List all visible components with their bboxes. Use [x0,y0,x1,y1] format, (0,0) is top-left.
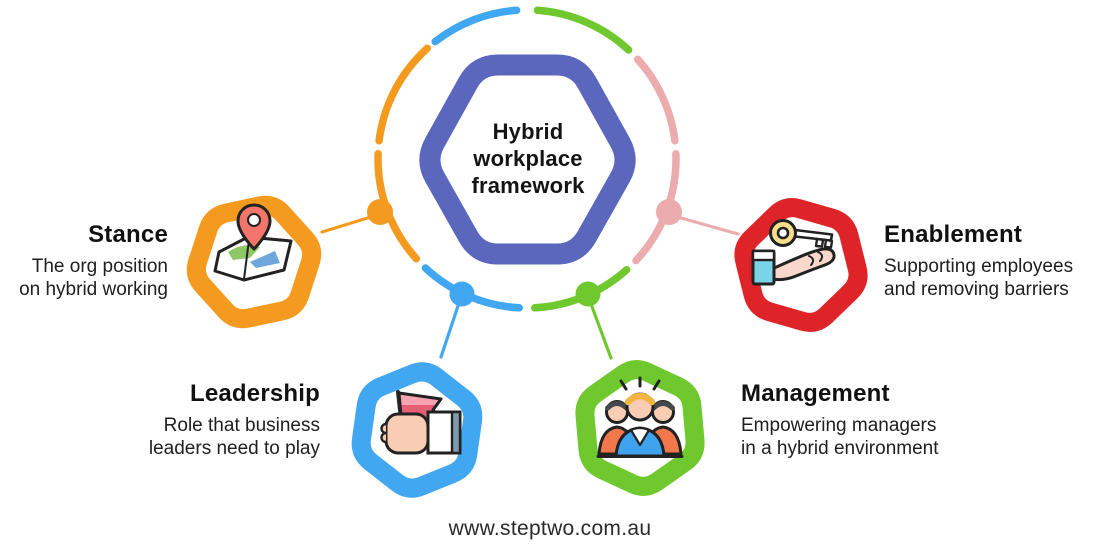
management-description: Empowering managers in a hybrid environm… [741,414,981,460]
management-label-block: Management Empowering managers in a hybr… [741,380,981,460]
ring-arc-green-top-right [533,6,633,54]
map-fold-line [243,239,250,280]
stance-label-block: Stance The org position on hybrid workin… [4,221,168,301]
leadership-connector-line [439,301,461,359]
website-url[interactable]: www.steptwo.com.au [448,517,652,540]
enablement-node-dot [656,199,682,225]
management-desc-line: in a hybrid environment [741,438,939,459]
team-icon [596,376,684,458]
hand-cuff-band [751,249,776,262]
leadership-description: Role that business leaders need to play [120,414,320,460]
management-title: Management [741,380,890,407]
key-head-hole [776,226,790,240]
location-pin-hole [247,213,261,227]
enablement-title: Enablement [884,221,1023,248]
ring-node-dots [367,199,682,307]
knuckles [380,422,387,444]
finger-lines [808,251,824,266]
leadership-title: Leadership [189,380,320,407]
center-hexagon-title: Hybrid workplace framework [442,118,614,199]
leadership-desc-line: leaders need to play [148,438,320,459]
map-location-icon [213,203,293,282]
ring-arc-pink-upper [633,55,679,145]
stance-title: Stance [88,221,168,248]
center-hexagon [419,54,636,265]
stance-description: The org position on hybrid working [4,255,168,301]
leadership-label-block: Leadership Role that business leaders ne… [120,380,320,460]
connector-lines [320,214,740,360]
fist [384,412,430,455]
map-blue-area [250,251,280,268]
key-teeth [814,237,834,249]
stance-desc-line: The org position [31,256,168,277]
key-in-hand-icon [751,219,836,286]
team-member-center [614,392,666,458]
center-title-line: Hybrid [492,119,564,144]
leadership-desc-line: Role that business [163,415,320,436]
idea-rays [619,376,661,391]
management-node-dot [575,281,601,307]
enablement-desc-line: and removing barriers [884,279,1069,300]
ring-arc-orange-upper [375,44,432,145]
center-title-line: workplace [473,146,583,171]
enablement-description: Supporting employees and removing barrie… [884,255,1100,301]
management-connector-line [589,302,613,360]
stance-node-dot [367,199,393,225]
leadership-node-dot [449,281,475,307]
management-desc-line: Empowering managers [741,415,937,436]
ring-arc-blue-top-left [431,6,521,46]
enablement-desc-line: Supporting employees [884,256,1074,277]
center-title-line: framework [471,173,585,198]
enablement-connector-line [672,214,740,236]
open-hand [770,247,836,282]
stance-desc-line: on hybrid working [19,279,168,300]
stance-connector-line [320,214,376,234]
flag-in-hand-icon [380,390,462,455]
enablement-label-block: Enablement Supporting employees and remo… [884,221,1100,301]
cuff-stripe [450,410,462,455]
